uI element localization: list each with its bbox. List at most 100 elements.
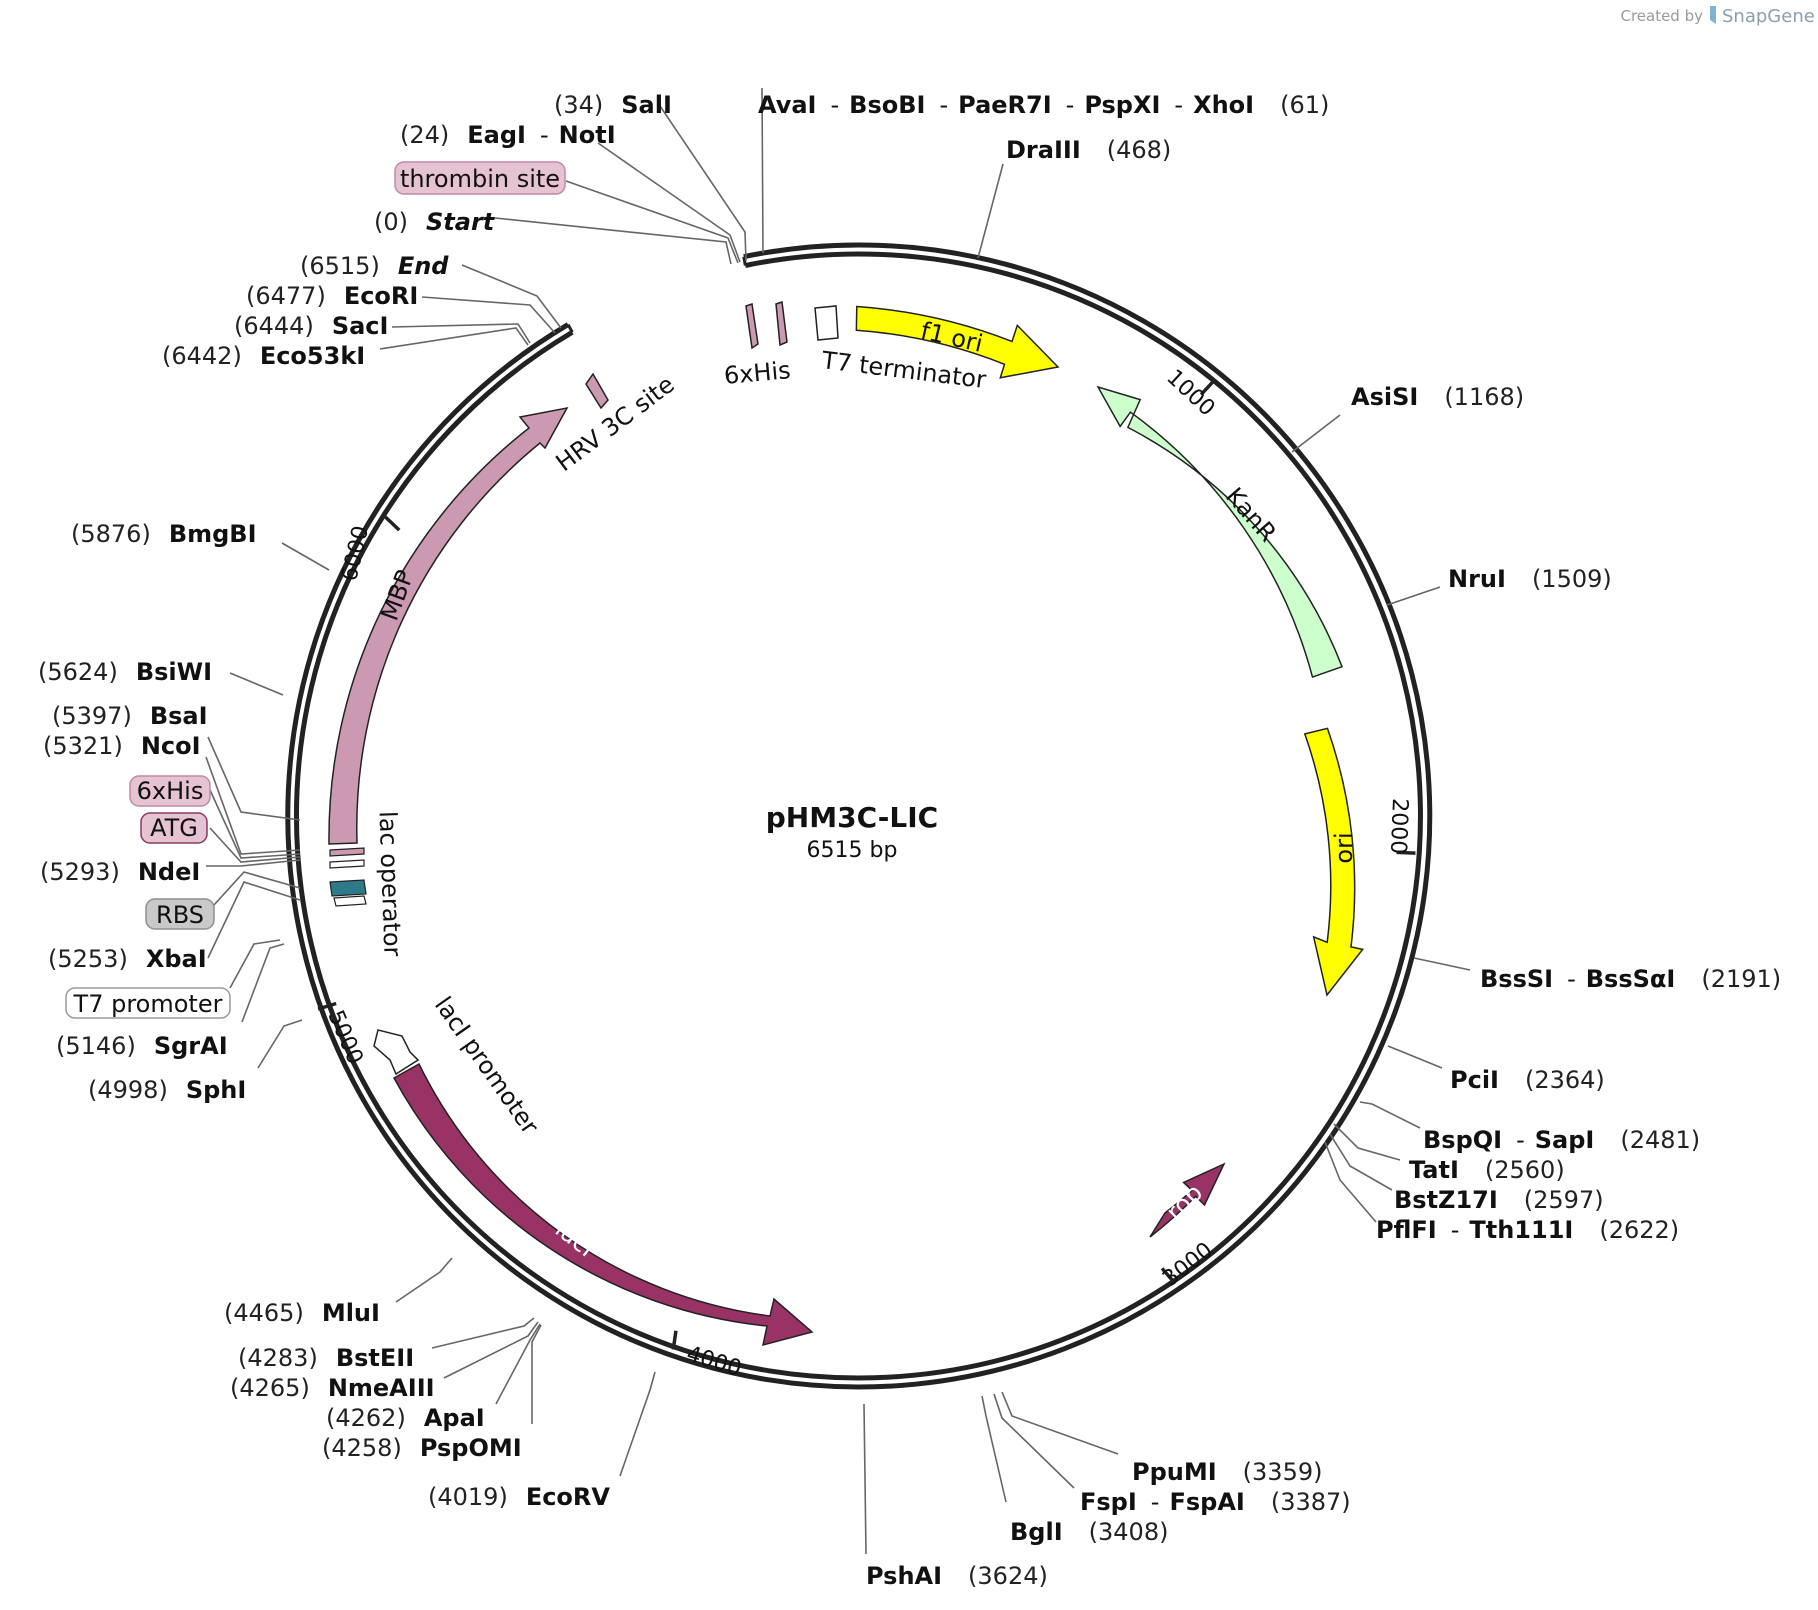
- svg-text:(5146)SgrAI: (5146)SgrAI: [56, 1032, 228, 1060]
- site-position: (2191): [1701, 965, 1781, 993]
- site-bstz17i[interactable]: BstZ17I(2597): [1329, 1133, 1604, 1214]
- feature-mbp[interactable]: MBP: [328, 406, 569, 845]
- site-ecorv[interactable]: (4019)EcoRV: [428, 1371, 656, 1511]
- site-name: NmeAIII: [328, 1374, 435, 1402]
- svg-text:(5624)BsiWI: (5624)BsiWI: [38, 658, 212, 686]
- site-6xhis-box[interactable]: 6xHis: [129, 775, 301, 859]
- site-thrombin-site[interactable]: thrombin site: [394, 161, 739, 264]
- site-position: (5146): [56, 1032, 136, 1060]
- svg-text:(5293)NdeI: (5293) NdeI: [40, 858, 200, 886]
- feature-label: f1 ori: [918, 317, 985, 358]
- tick-label-1000: 1000: [1161, 365, 1219, 421]
- svg-text:(6444)SacI: (6444)SacI: [234, 312, 388, 340]
- tick-label-2000: 2000: [1385, 798, 1412, 855]
- site-name: SapI: [1535, 1126, 1595, 1154]
- site-pflfi-tth111i[interactable]: PflFI-Tth111I(2622): [1324, 1141, 1679, 1244]
- site-eco53ki[interactable]: (6442)Eco53kI: [162, 327, 529, 370]
- credit-prefix: Created by: [1620, 7, 1703, 25]
- site-nmeaiii[interactable]: (4265) NmeAIII: [230, 1321, 539, 1402]
- site-pcii[interactable]: PciI(2364): [1387, 1045, 1605, 1094]
- site-sphi[interactable]: (4998)SphI: [88, 1019, 303, 1104]
- site-start[interactable]: (0)Start: [374, 208, 732, 265]
- site-bgli[interactable]: BglI(3408): [981, 1395, 1168, 1546]
- site-ndei[interactable]: (5293) NdeI: [40, 858, 301, 886]
- site-position: (6477): [246, 282, 326, 310]
- svg-text:FspI-FspAI(3387): FspI-FspAI(3387): [1080, 1488, 1351, 1516]
- site-sali[interactable]: (34)SalI: [554, 91, 747, 262]
- site-fspi-fspai[interactable]: FspI-FspAI(3387): [993, 1393, 1351, 1516]
- tick-label-4000: 4000: [683, 1342, 744, 1382]
- site-pshai[interactable]: PshAI (3624): [863, 1403, 1048, 1590]
- svg-text:(34)SalI: (34)SalI: [554, 91, 672, 119]
- feature-lac-operator[interactable]: lac operator: [329, 811, 407, 957]
- svg-text:(4465)MluI: (4465)MluI: [224, 1299, 380, 1327]
- site-saci[interactable]: (6444)SacI: [234, 312, 531, 344]
- site-position: (5293): [40, 858, 120, 886]
- site-box-label: T7 promoter: [73, 990, 223, 1018]
- site-bsai[interactable]: (5397) BsaI: [52, 702, 301, 821]
- site-box-label: 6xHis: [137, 777, 204, 805]
- site-position: (4265): [230, 1374, 310, 1402]
- site-t7-promoter-box[interactable]: T7 promoter: [65, 939, 281, 1019]
- site-draiii[interactable]: DraIII(468): [977, 136, 1171, 259]
- svg-text:DraIII(468): DraIII(468): [1006, 136, 1171, 164]
- site-name: DraIII: [1006, 136, 1081, 164]
- feature-laci-promoter[interactable]: lacI promoter: [373, 992, 544, 1140]
- feature-laci[interactable]: lacI: [392, 1062, 814, 1347]
- feature-rbs[interactable]: [329, 879, 367, 907]
- svg-text:(4019)EcoRV: (4019)EcoRV: [428, 1483, 610, 1511]
- site-name: NotI: [559, 121, 616, 149]
- site-nrui[interactable]: NruI(1509): [1386, 565, 1612, 606]
- site-name: EcoRI: [344, 282, 419, 310]
- site-name: BsiWI: [136, 658, 212, 686]
- site-sgrai[interactable]: (5146)SgrAI: [56, 943, 285, 1060]
- svg-text:(5876)BmgBI: (5876)BmgBI: [71, 520, 257, 548]
- site-bsteii[interactable]: (4283)BstEII: [238, 1317, 535, 1372]
- site-name: Start: [426, 208, 496, 236]
- site-ecori[interactable]: (6477) EcoRI: [246, 282, 556, 334]
- site-position: (6515): [300, 252, 380, 280]
- svg-text:PflFI-Tth111I(2622): PflFI-Tth111I(2622): [1376, 1216, 1679, 1244]
- site-bspqi-sapi[interactable]: BspQI-SapI(2481): [1359, 1101, 1700, 1154]
- site-name: BstZ17I: [1394, 1186, 1498, 1214]
- plasmid-length: 6515 bp: [807, 838, 898, 863]
- feature-kanr[interactable]: KanR: [1096, 385, 1344, 679]
- site-asisi[interactable]: AsiSI(1168): [1291, 383, 1524, 453]
- site-atg-box[interactable]: ATG: [140, 812, 301, 863]
- svg-text:PciI(2364): PciI(2364): [1450, 1066, 1605, 1094]
- site-eagi-noti[interactable]: (24)EagI-NotI: [400, 121, 741, 263]
- site-name: BsaI: [150, 702, 208, 730]
- site-tati[interactable]: TatI(2560): [1333, 1123, 1565, 1184]
- site-name: PshAI: [866, 1562, 942, 1590]
- feature-6xhis[interactable]: 6xHis: [723, 300, 792, 390]
- site-ppumi[interactable]: PpuMI(3359): [1001, 1391, 1322, 1486]
- site-position: (4262): [326, 1404, 406, 1432]
- site-bsssi[interactable]: BssSI-BssSαI(2191): [1413, 957, 1781, 993]
- svg-text:BssSI-BssSαI(2191): BssSI-BssSαI(2191): [1480, 965, 1781, 993]
- feature-ori[interactable]: ori: [1303, 727, 1365, 997]
- site-bmgbi[interactable]: (5876)BmgBI: [71, 520, 330, 571]
- site-mlui[interactable]: (4465)MluI: [224, 1257, 453, 1327]
- feature-hrv-3c-site[interactable]: HRV 3C site: [551, 370, 680, 477]
- feature-rop[interactable]: rop: [1149, 1162, 1226, 1238]
- svg-text:(6442)Eco53kI: (6442)Eco53kI: [162, 342, 365, 370]
- site-position: (6442): [162, 342, 242, 370]
- site-apai[interactable]: (4262)ApaI: [326, 1323, 541, 1432]
- site-position: (1509): [1532, 565, 1612, 593]
- site-box-label: ATG: [150, 814, 198, 842]
- site-position: (24): [400, 121, 449, 149]
- site-end[interactable]: (6515)End: [300, 252, 562, 329]
- site-name: NdeI: [138, 858, 200, 886]
- feature-label: 6xHis: [723, 356, 792, 390]
- site-rbs-box[interactable]: RBS: [145, 871, 301, 930]
- site-aval-xhoi[interactable]: AvaI-BsoBI-PaeR7I-PspXI-XhoI(61): [758, 87, 1329, 254]
- site-position: (3624): [968, 1562, 1048, 1590]
- site-position: (5397): [52, 702, 132, 730]
- site-xbai[interactable]: (5253)XbaI: [48, 881, 301, 973]
- site-pspomi[interactable]: (4258)PspOMI: [322, 1324, 542, 1462]
- site-position: (5253): [48, 945, 128, 973]
- site-ncoi[interactable]: (5321)NcoI: [43, 732, 301, 855]
- site-bsiwi[interactable]: (5624)BsiWI: [38, 658, 284, 696]
- site-position: (4258): [322, 1434, 402, 1462]
